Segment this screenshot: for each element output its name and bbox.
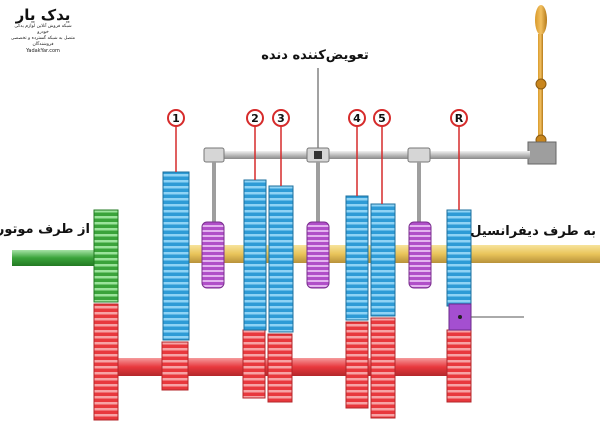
countershaft-gear-2 (242, 329, 266, 399)
main-gear-2 (243, 179, 267, 331)
shift-fork-3 (417, 162, 421, 224)
gear-marker-5: 5 (373, 109, 391, 204)
main-gear-4 (345, 195, 369, 321)
countershaft-drive-gear (93, 303, 119, 421)
countershaft-gear-3 (267, 333, 293, 403)
rail-block-2-slot (314, 151, 322, 159)
main-gear-5 (370, 203, 396, 317)
main-gear-reverse (446, 209, 472, 307)
shift-fork-2 (316, 162, 320, 224)
logo-name: یدک یار (15, 6, 71, 24)
logo-tagline-2: متصل به شبکه گسترده و تخصصی فروشندگان (10, 36, 76, 47)
countershaft-gear-1 (161, 341, 189, 391)
input-shaft (12, 250, 102, 266)
main-gear-3 (268, 185, 294, 333)
from-engine-label: از طرف موتور (0, 222, 90, 237)
gear-marker-1: 1 (167, 109, 185, 172)
reverse-idler-axle (458, 315, 462, 319)
countershaft-gear-reverse (446, 329, 472, 403)
input-gear (93, 209, 119, 303)
shift-fork-1 (212, 162, 216, 224)
gear-marker-reverse: R (450, 109, 468, 210)
to-differential-label: به طرف دیفرانسیل (470, 224, 596, 239)
gear-lever (527, 5, 557, 165)
rail-block-3 (407, 147, 431, 163)
logo-url: YadakYar.com (26, 48, 60, 54)
lever-housing (527, 141, 557, 165)
gear-marker-2: 2 (246, 109, 264, 180)
gear-number-3: 3 (277, 112, 285, 125)
yadakyar-logo: یدک یار شبکه فروش آنلاین لوازم یدکی خودر… (8, 6, 78, 55)
countershaft-gear-4 (345, 321, 369, 409)
gear-marker-3: 3 (272, 109, 290, 186)
gear-shifter-label: تعویض‌کننده دنده (261, 48, 369, 63)
logo-tagline: شبکه فروش آنلاین لوازم یدکی خودرو (14, 24, 72, 35)
gear-number-4: 4 (353, 112, 361, 125)
synchro-5-r (408, 221, 432, 289)
lever-knob (535, 5, 547, 35)
main-gear-1 (162, 171, 190, 341)
gear-number-2: 2 (251, 112, 259, 125)
countershaft-gear-5 (370, 317, 396, 419)
synchro-1-2 (201, 221, 225, 289)
synchro-3-4 (306, 221, 330, 289)
gear-marker-4: 4 (348, 109, 366, 196)
gear-number-5: 5 (378, 112, 386, 125)
rail-block-1 (203, 147, 225, 163)
gear-number-1: 1 (172, 112, 180, 125)
lever-pivot-top (535, 78, 547, 90)
gear-number-reverse: R (455, 112, 464, 125)
shift-rail (205, 151, 530, 159)
